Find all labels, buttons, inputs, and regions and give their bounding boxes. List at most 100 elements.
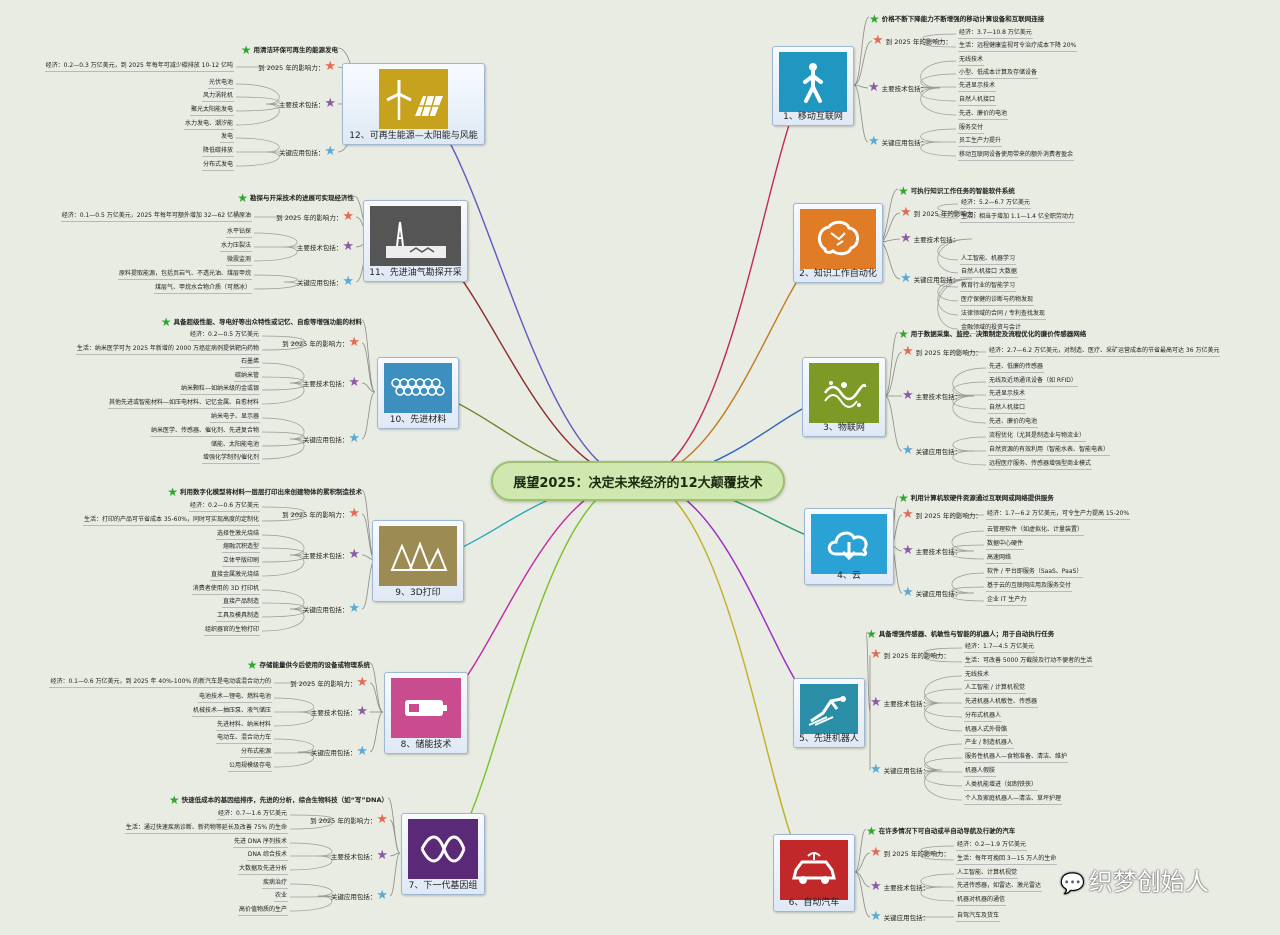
group-to-leaf-line [235, 83, 280, 105]
wind-solar-icon [379, 69, 448, 129]
purple-star-icon: ★ [348, 547, 360, 562]
tech-item: 风力涡轮机 [201, 92, 234, 102]
group-label-text: 关键应用包括： [302, 606, 349, 614]
app-item: 医疗保健的诊断与药物发现 [960, 296, 1035, 306]
impact-item: 经济：1.7—6.2 万亿美元，可令生产力提高 15-20% [986, 510, 1131, 520]
purple-star-icon: ★ [902, 543, 914, 558]
group-to-leaf-line [951, 592, 985, 602]
group-to-leaf-line [261, 342, 305, 351]
tech-to-group-line [854, 871, 871, 918]
red-star-icon: ★ [348, 506, 360, 521]
tech-item: 先进显示技术 [988, 390, 1027, 400]
tech-item: 光伏电池 [207, 79, 234, 89]
tech-node-8[interactable]: 8、储能技术 [384, 672, 468, 754]
app-item: 煤层气、甲烷水合物介质（可燃冰） [153, 284, 252, 294]
tech-to-headline-line [369, 662, 384, 713]
tech-item: 人工智能、机器学习 [960, 255, 1017, 265]
impact-item: 经济：3.7—10.8 万亿美元 [958, 29, 1033, 39]
group-to-leaf-line [289, 819, 333, 830]
tech-item: 水力压裂法 [219, 242, 252, 252]
red-star-icon: ★ [870, 845, 882, 860]
group-label-text: 关键应用包括： [310, 749, 357, 757]
impact-item: 生活：可改善 5000 万截肢及行动不便者的生活 [964, 657, 1094, 667]
tech-item: 机器人式外骨骼 [964, 726, 1009, 736]
group-label-text: 主要技术包括： [310, 709, 357, 717]
group-to-leaf-line [920, 886, 955, 902]
tech-node-2[interactable]: 2、知识工作自动化 [793, 203, 883, 283]
tech-headline: ★可执行知识工作任务的智能软件系统 [898, 184, 1015, 198]
impact-item: 生活：相当于增加 1.1—1.4 亿全职劳动力 [960, 213, 1075, 223]
group-to-leaf-line [922, 40, 957, 48]
tech-node-4[interactable]: 4、云 [804, 508, 894, 585]
app-label: ★关键应用包括： [902, 586, 961, 599]
tech-item: 先进、廉价的电池 [958, 110, 1009, 120]
tech-item: 微震监测 [225, 256, 252, 266]
tech-item: 无线技术 [958, 56, 985, 66]
app-label: 关键应用包括：★ [310, 745, 370, 758]
impact-label: 到 2025 年的影响力：★ [282, 336, 362, 349]
group-to-leaf-line [952, 395, 987, 424]
app-item: 员工生产力提升 [958, 137, 1003, 147]
tech-headline: ★存储能量供今后使用的设备或物理系统 [247, 658, 370, 672]
tech-label: 主要技术包括：★ [331, 849, 390, 862]
tech-to-headline-line [387, 797, 401, 854]
app-item: 工具及模具制造 [215, 612, 260, 622]
car-icon [780, 840, 848, 900]
impact-item: 生活：打印的产品可节省成本 35-60%，同时可实现高度的定制化 [82, 516, 260, 526]
group-to-leaf-line [937, 238, 973, 274]
tech-node-5[interactable]: 5、先进机器人 [793, 678, 865, 748]
tech-item: 机器对机器的通信 [956, 896, 1007, 906]
tech-headline: ★用于数据采集、监控、决策制定及流程优化的廉价传感器网络 [898, 327, 1086, 341]
tech-item: 先进机器人机敏性、传感器 [964, 698, 1039, 708]
impact-label: ★到 2025 年的影响力： [870, 648, 950, 661]
green-star-icon: ★ [160, 315, 172, 329]
tech-label: ★主要技术包括： [902, 389, 961, 402]
group-label-text: 关键应用包括： [883, 767, 930, 775]
tech-node-10[interactable]: 10、先进材料 [377, 357, 459, 429]
red-star-icon: ★ [342, 209, 354, 224]
tech-node-1[interactable]: 1、移动互联网 [772, 46, 854, 126]
group-label-text: 到 2025 年的影响力： [915, 349, 982, 357]
tech-node-11[interactable]: 11、先进油气勘探开采 [363, 200, 468, 282]
tech-node-7[interactable]: 7、下一代基因组 [401, 813, 485, 895]
app-item: 降低碳排放 [201, 147, 234, 157]
tech-to-group-line [853, 40, 873, 86]
group-to-leaf-line [289, 895, 333, 912]
purple-star-icon: ★ [900, 231, 912, 246]
app-item: 分布式能源 [239, 748, 272, 758]
app-item: 原料提取能源，包括页岩气、不透光油、煤层甲烷 [117, 270, 252, 280]
red-star-icon: ★ [872, 33, 884, 48]
group-to-leaf-line [273, 738, 315, 753]
impact-item: 经济：2.7—6.2 万亿美元，对制造、医疗、采矿运营成本的节省最高可达 36 … [988, 347, 1221, 357]
app-item: 远程医疗服务、传感器增强型商业模式 [988, 460, 1093, 470]
app-item: 服务交付 [958, 124, 985, 134]
tech-caption: 3、物联网 [823, 423, 865, 433]
tech-node-6[interactable]: 6、自动汽车 [773, 834, 855, 912]
sensor-network-icon [809, 363, 879, 423]
tech-item: 立体平版印刷 [221, 557, 260, 567]
tech-item: 选择性激光烧结 [215, 530, 260, 540]
tech-node-12[interactable]: 12、可再生能源—太阳能与风能 [342, 63, 485, 145]
tech-headline: ★具备增强传感器、机敏性与智能的机器人；用于自动执行任务 [866, 627, 1054, 641]
headline-text: 存储能量供今后使用的设备或物理系统 [259, 661, 371, 669]
app-item: 公用规模级存电 [227, 762, 272, 772]
oil-rig-icon [370, 206, 461, 266]
tech-item: 分布式机器人 [964, 712, 1003, 722]
tech-node-3[interactable]: 3、物联网 [802, 357, 886, 437]
tech-item: 纳米颗粒—如纳米级的金或银 [179, 385, 260, 395]
tech-to-group-line [389, 852, 401, 897]
tech-label: ★主要技术包括： [900, 231, 959, 246]
headline-text: 在许多情况下可自动或半自动导航及行驶的汽车 [878, 827, 1016, 835]
tech-caption: 10、先进材料 [389, 415, 447, 425]
group-to-leaf-line [924, 675, 963, 704]
tech-node-9[interactable]: 9、3D打印 [372, 520, 464, 602]
center-topic[interactable]: 展望2025：决定未来经济的12大颠覆技术 [491, 461, 785, 501]
blue-star-icon: ★ [868, 134, 880, 149]
tech-caption: 2、知识工作自动化 [799, 269, 877, 279]
green-star-icon: ★ [898, 491, 909, 505]
app-item: 直接产品制造 [221, 598, 260, 608]
blue-star-icon: ★ [902, 443, 914, 458]
center-to-tech-line [635, 478, 814, 873]
group-label-text: 到 2025 年的影响力： [290, 680, 357, 688]
app-label: ★关键应用包括： [868, 134, 927, 149]
